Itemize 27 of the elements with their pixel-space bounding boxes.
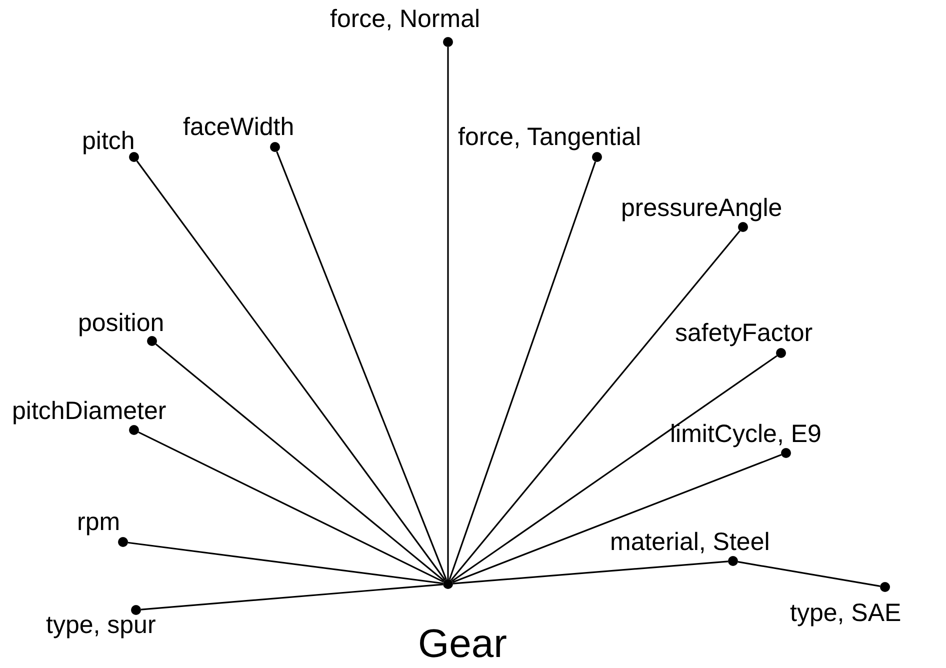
connector-line bbox=[450, 230, 740, 581]
connector-line bbox=[128, 542, 444, 584]
connector-line bbox=[155, 344, 445, 582]
node-label: type, spur bbox=[46, 612, 156, 640]
connector-line bbox=[276, 151, 447, 580]
node-label: type, SAE bbox=[790, 600, 902, 628]
connector-line bbox=[447, 47, 449, 579]
connector-line bbox=[452, 355, 778, 582]
node-label: material, Steel bbox=[610, 529, 770, 556]
node-label: rpm bbox=[77, 509, 120, 536]
connector-line bbox=[138, 431, 444, 583]
node-label: pressureAngle bbox=[621, 195, 782, 222]
node-label: Gear bbox=[418, 622, 507, 666]
connector-line bbox=[738, 561, 880, 587]
node-label: safetyFactor bbox=[675, 320, 813, 348]
node-label: force, Tangential bbox=[458, 124, 641, 152]
connector-line bbox=[140, 584, 444, 610]
node-label: limitCycle, E9 bbox=[670, 421, 822, 448]
node-label: force, Normal bbox=[330, 6, 480, 34]
connector-line bbox=[452, 454, 782, 583]
connector-line bbox=[452, 560, 728, 584]
node-label: pitchDiameter bbox=[12, 398, 166, 426]
node-label: faceWidth bbox=[183, 114, 294, 142]
connector-line bbox=[448, 161, 596, 580]
node-label: position bbox=[78, 310, 164, 338]
connector-line bbox=[136, 160, 446, 580]
node-label: pitch bbox=[82, 128, 135, 156]
